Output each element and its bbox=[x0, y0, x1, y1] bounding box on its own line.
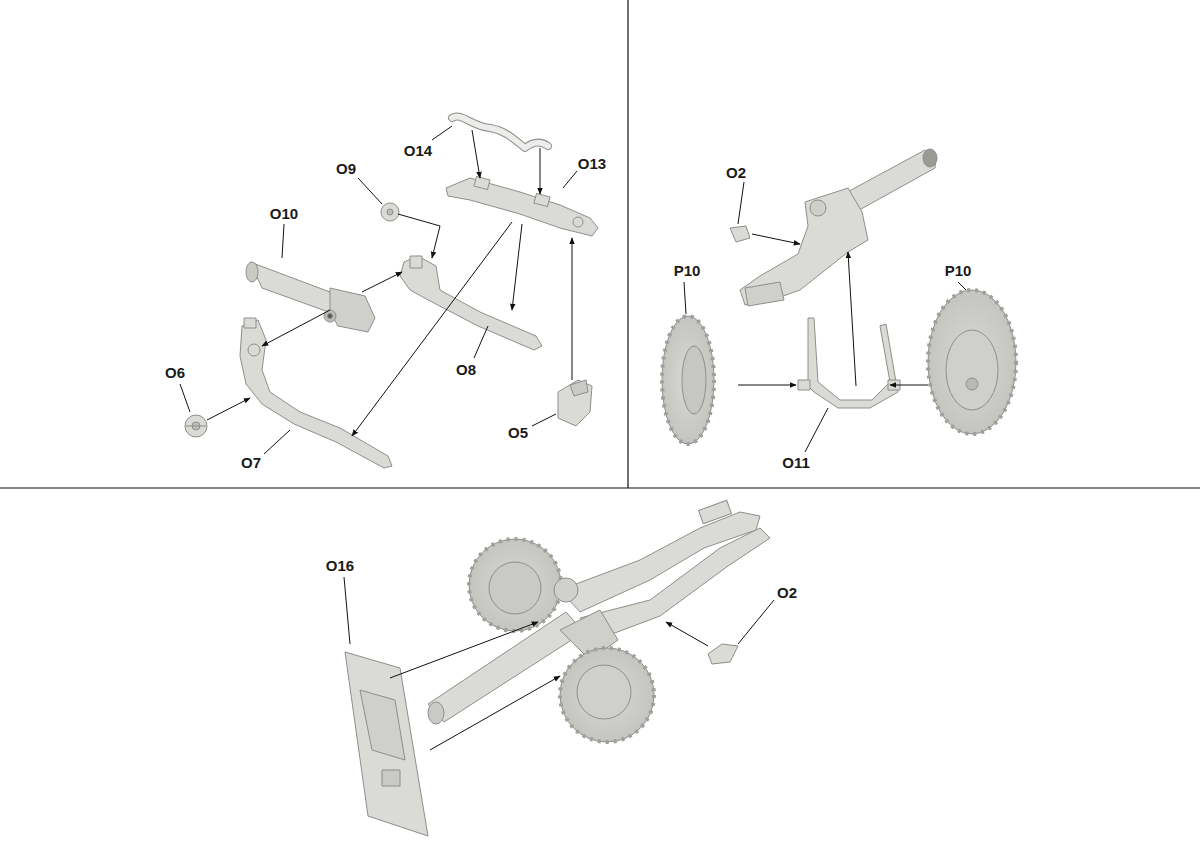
callout-number: O16 bbox=[326, 558, 354, 573]
leader-lines bbox=[180, 126, 966, 644]
callout-number: O2 bbox=[777, 585, 797, 600]
callout-number: O11 bbox=[782, 455, 810, 470]
parts bbox=[185, 117, 1016, 836]
callout-number: O8 bbox=[456, 362, 476, 377]
callout-number: O10 bbox=[270, 206, 298, 221]
callout-number: O7 bbox=[241, 455, 261, 470]
callout-number: P10 bbox=[945, 263, 972, 278]
callout-number: O9 bbox=[336, 161, 356, 176]
callout-number: O6 bbox=[165, 365, 185, 380]
callout-number: O14 bbox=[404, 143, 432, 158]
callout-number: O2 bbox=[726, 165, 746, 180]
assembly-arrows bbox=[207, 130, 928, 750]
callout-number: O13 bbox=[578, 156, 606, 171]
panel-frame bbox=[0, 0, 1200, 488]
callout-number: O5 bbox=[508, 425, 528, 440]
callout-number: P10 bbox=[674, 263, 701, 278]
